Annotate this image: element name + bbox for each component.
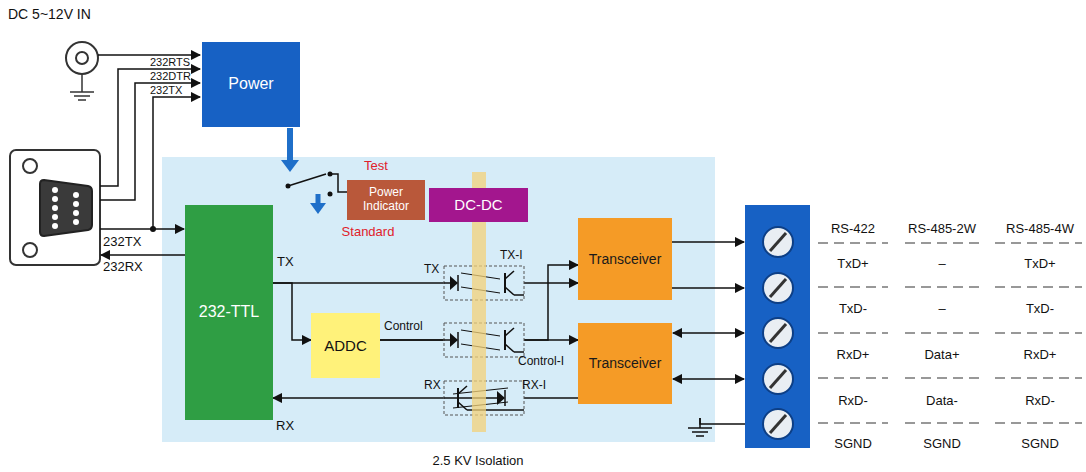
indicator-box: Power Indicator — [347, 180, 425, 220]
signal-connector — [273, 397, 578, 399]
box-label: 232-TTL — [199, 303, 259, 321]
dcdc-box: DC-DC — [429, 188, 528, 222]
box-label: Transceiver — [589, 251, 662, 267]
signal-label: Test — [364, 159, 388, 173]
table-cell: RxD+ — [1024, 348, 1057, 362]
table-cell: – — [938, 302, 945, 316]
isolation-panel — [162, 157, 715, 442]
uart-box: 232-TTL — [185, 205, 273, 420]
power-box: Power — [202, 42, 300, 127]
table-cell: RS-422 — [831, 222, 875, 236]
screw-slot — [770, 324, 786, 342]
box-label: DC-DC — [454, 196, 502, 213]
junction-dot — [150, 226, 156, 232]
screw-slot — [770, 233, 786, 251]
addc-box: ADDC — [311, 313, 380, 378]
screw-slot — [770, 370, 786, 388]
signal-label: RX — [424, 379, 441, 392]
screw — [763, 409, 793, 439]
table-cell: Data- — [926, 394, 958, 408]
signal-label: RX-I — [522, 379, 546, 392]
table-rules — [818, 243, 1082, 423]
transceiver-box: Transceiver — [578, 218, 672, 300]
table-cell: RxD- — [838, 394, 868, 408]
signal-connector — [273, 282, 578, 284]
signal-label: TX — [277, 255, 294, 269]
table-cell: TxD+ — [1024, 257, 1055, 271]
signal-label: Control-I — [518, 355, 564, 368]
signal-label: 232TX — [103, 235, 141, 249]
signal-label: Standard — [342, 225, 395, 239]
box-label: Power Indicator — [350, 186, 422, 214]
table-cell: RS-485-4W — [1006, 222, 1074, 236]
table-cell: SGND — [834, 437, 872, 451]
table-cell: TxD- — [1026, 302, 1054, 316]
signal-label: TX — [424, 263, 439, 276]
table-cell: Data+ — [924, 348, 959, 362]
signal-label: 232RTS — [150, 56, 190, 68]
signal-label: 232RX — [103, 260, 143, 274]
screw-slot — [770, 279, 786, 297]
table-cell: RxD- — [1025, 394, 1055, 408]
transceiver-box: Transceiver — [578, 323, 672, 404]
screw — [763, 318, 793, 348]
signal-label: 232TX — [150, 84, 182, 96]
screw — [763, 273, 793, 303]
signal-label: 2.5 KV Isolation — [432, 454, 523, 468]
table-cell: TxD- — [839, 302, 867, 316]
db9-connector — [10, 150, 100, 265]
box-label: Power — [228, 75, 273, 93]
table-cell: SGND — [923, 437, 961, 451]
screw — [763, 364, 793, 394]
table-cell: TxD+ — [837, 257, 868, 271]
signal-label: Control — [384, 320, 423, 333]
dc-jack — [66, 42, 200, 100]
box-label: ADDC — [324, 337, 367, 354]
bus-wires — [672, 242, 745, 428]
table-cell: SGND — [1021, 437, 1059, 451]
box-label: Transceiver — [589, 355, 662, 371]
signal-label: 232DTR — [150, 70, 191, 82]
ground-symbol — [688, 428, 712, 436]
signal-connector — [273, 283, 311, 340]
table-cell: – — [938, 257, 945, 271]
table-cell: RxD+ — [837, 348, 870, 362]
signal-label: TX-I — [500, 249, 523, 262]
table-cell: RS-485-2W — [908, 222, 976, 236]
screw — [763, 227, 793, 257]
signal-label: DC 5~12V IN — [8, 7, 91, 22]
power-switch — [281, 128, 348, 214]
screw-slot — [770, 415, 786, 433]
signal-label: RX — [276, 419, 294, 433]
terminal-block — [745, 205, 810, 448]
